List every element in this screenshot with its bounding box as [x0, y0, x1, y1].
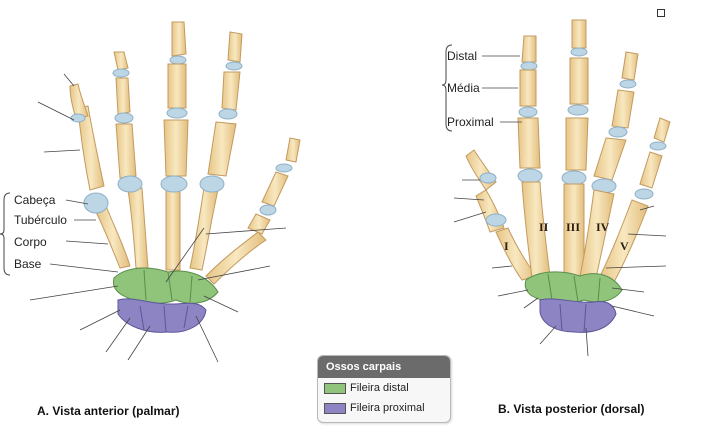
distal-carpals-right: [524, 271, 623, 304]
right-hand: [465, 19, 671, 333]
roman-numeral: IV: [596, 220, 610, 234]
distal-carpals-left: [113, 267, 219, 304]
label-base: Base: [14, 257, 42, 271]
legend-title: Ossos carpais: [318, 356, 450, 378]
metacarpal-5-left: [205, 231, 267, 285]
legend-label-proximal: Fileira proximal: [350, 402, 425, 414]
checkbox-marker: [657, 9, 665, 17]
metacarpal-4-left: [189, 187, 219, 271]
roman-numeral: I: [504, 239, 509, 253]
proximal-carpals-left: [117, 298, 207, 333]
proximal-carpals-right: [539, 298, 617, 333]
metacarpal-1-left: [95, 205, 131, 269]
label-corpo: Corpo: [14, 235, 47, 249]
metacarpal-2-left: [127, 187, 149, 269]
caption-anterior: A. Vista anterior (palmar): [37, 404, 180, 418]
legend-swatch-proximal: [324, 402, 346, 414]
legend-label-distal: Fileira distal: [350, 382, 409, 394]
carpal-legend: Ossos carpais Fileira distal Fileira pro…: [317, 355, 451, 423]
caption-posterior: B. Vista posterior (dorsal): [498, 402, 645, 416]
label-media: Média: [447, 81, 480, 95]
metacarpal-3-left: [165, 187, 181, 271]
legend-item-distal: Fileira distal: [318, 378, 450, 398]
left-hand: [69, 21, 301, 333]
roman-numeral: V: [620, 239, 629, 253]
roman-numeral: II: [539, 220, 549, 234]
label-proximal: Proximal: [447, 115, 494, 129]
label-tuberculo: Tubérculo: [14, 213, 67, 227]
label-cabeca: Cabeça: [14, 193, 56, 207]
legend-swatch-distal: [324, 382, 346, 394]
label-distal: Distal: [447, 49, 478, 63]
roman-numeral: III: [566, 220, 580, 234]
legend-item-proximal: Fileira proximal: [318, 398, 450, 418]
